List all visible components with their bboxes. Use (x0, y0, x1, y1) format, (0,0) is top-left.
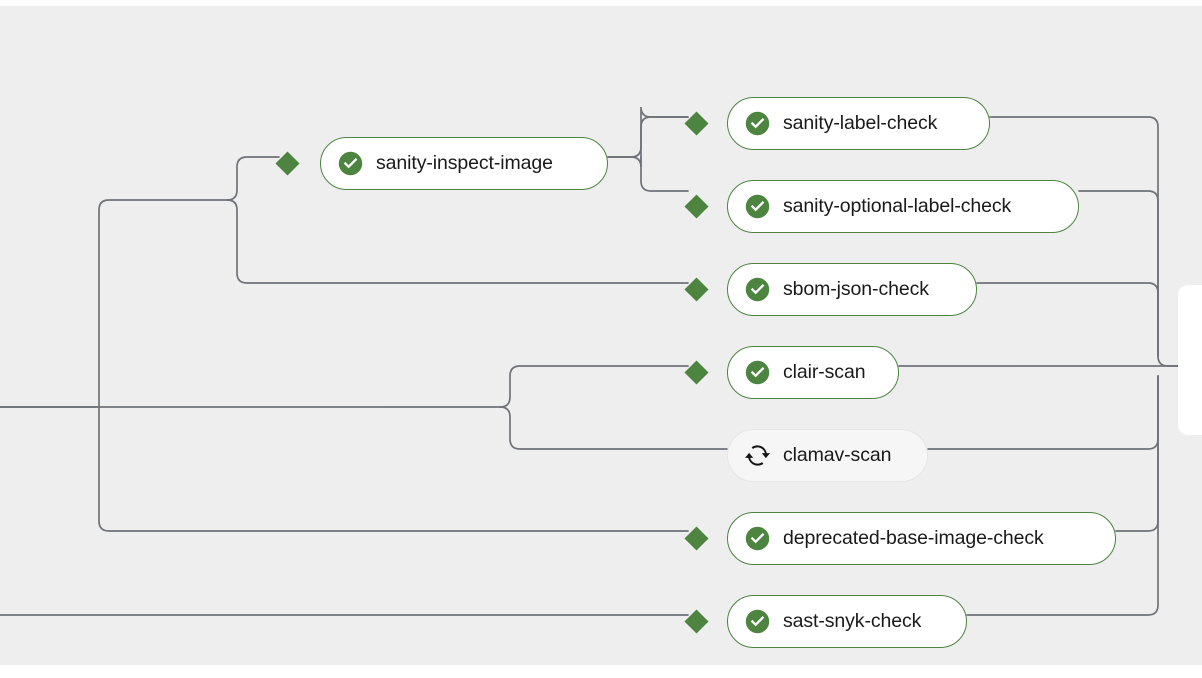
task-node-deprecated-base-image-check[interactable]: deprecated-base-image-check (727, 512, 1116, 565)
edge-diamond-marker (684, 111, 709, 136)
node-layer: sanity-inspect-image sanity-label-check sa… (0, 6, 1202, 665)
edge-diamond-marker (684, 526, 709, 551)
sync-icon (745, 445, 770, 466)
task-node-label: clamav-scan (783, 443, 892, 466)
edge-scan-bus-down-clamav (499, 406, 728, 450)
check-circle-icon (745, 194, 770, 219)
edges-group (0, 106, 1202, 616)
check-circle-icon (338, 151, 363, 176)
edge-fanout-down-to-deprecated (98, 406, 689, 532)
check-circle-icon (745, 111, 770, 136)
edge-diamond-marker (684, 277, 709, 302)
task-node-label: sanity-label-check (783, 111, 938, 134)
edge-scan-bus-up-clair (499, 365, 689, 408)
check-circle-icon (745, 360, 770, 385)
edge-fanout-up-to-inspect-bus (98, 199, 228, 408)
pipeline-graph-canvas[interactable]: sanity-inspect-image sanity-label-check sa… (0, 6, 1202, 665)
edge-inspect-bus-up-to-inspect (226, 156, 280, 201)
right-detail-panel[interactable] (1178, 285, 1202, 435)
task-node-sanity-optional-label-check[interactable]: sanity-optional-label-check (727, 180, 1079, 233)
task-node-clamav-scan[interactable]: clamav-scan (727, 429, 928, 482)
edge-diamond-marker (684, 194, 709, 219)
task-node-sanity-label-check[interactable]: sanity-label-check (727, 97, 990, 150)
check-circle-icon (745, 526, 770, 551)
edge-inspect-bus-down-to-sbom (226, 199, 689, 284)
task-node-label: sanity-inspect-image (376, 151, 553, 174)
task-node-label: sbom-json-check (783, 277, 929, 300)
edge-sast-out (966, 375, 1159, 616)
edge-sanity-optional-out (1078, 190, 1159, 357)
task-node-sbom-json-check[interactable]: sbom-json-check (727, 263, 977, 316)
task-node-sast-snyk-check[interactable]: sast-snyk-check (727, 595, 967, 648)
edge-diamond-marker (275, 151, 300, 176)
check-circle-icon (745, 609, 770, 634)
task-node-label: clair-scan (783, 360, 866, 383)
edge-inspect-split-down (640, 156, 689, 192)
task-node-label: sast-snyk-check (783, 609, 922, 632)
task-node-sanity-inspect-image[interactable]: sanity-inspect-image (320, 137, 608, 190)
edge-inspect-split-up (607, 116, 689, 158)
check-circle-icon (745, 277, 770, 302)
task-node-clair-scan[interactable]: clair-scan (727, 346, 899, 399)
task-node-label: sanity-optional-label-check (783, 194, 1012, 217)
edge-diamond-marker (684, 609, 709, 634)
edge-diamond-marker (684, 360, 709, 385)
task-node-label: deprecated-base-image-check (783, 526, 1044, 549)
edge-sbom-out (976, 282, 1159, 357)
edge-layer (0, 106, 1202, 616)
